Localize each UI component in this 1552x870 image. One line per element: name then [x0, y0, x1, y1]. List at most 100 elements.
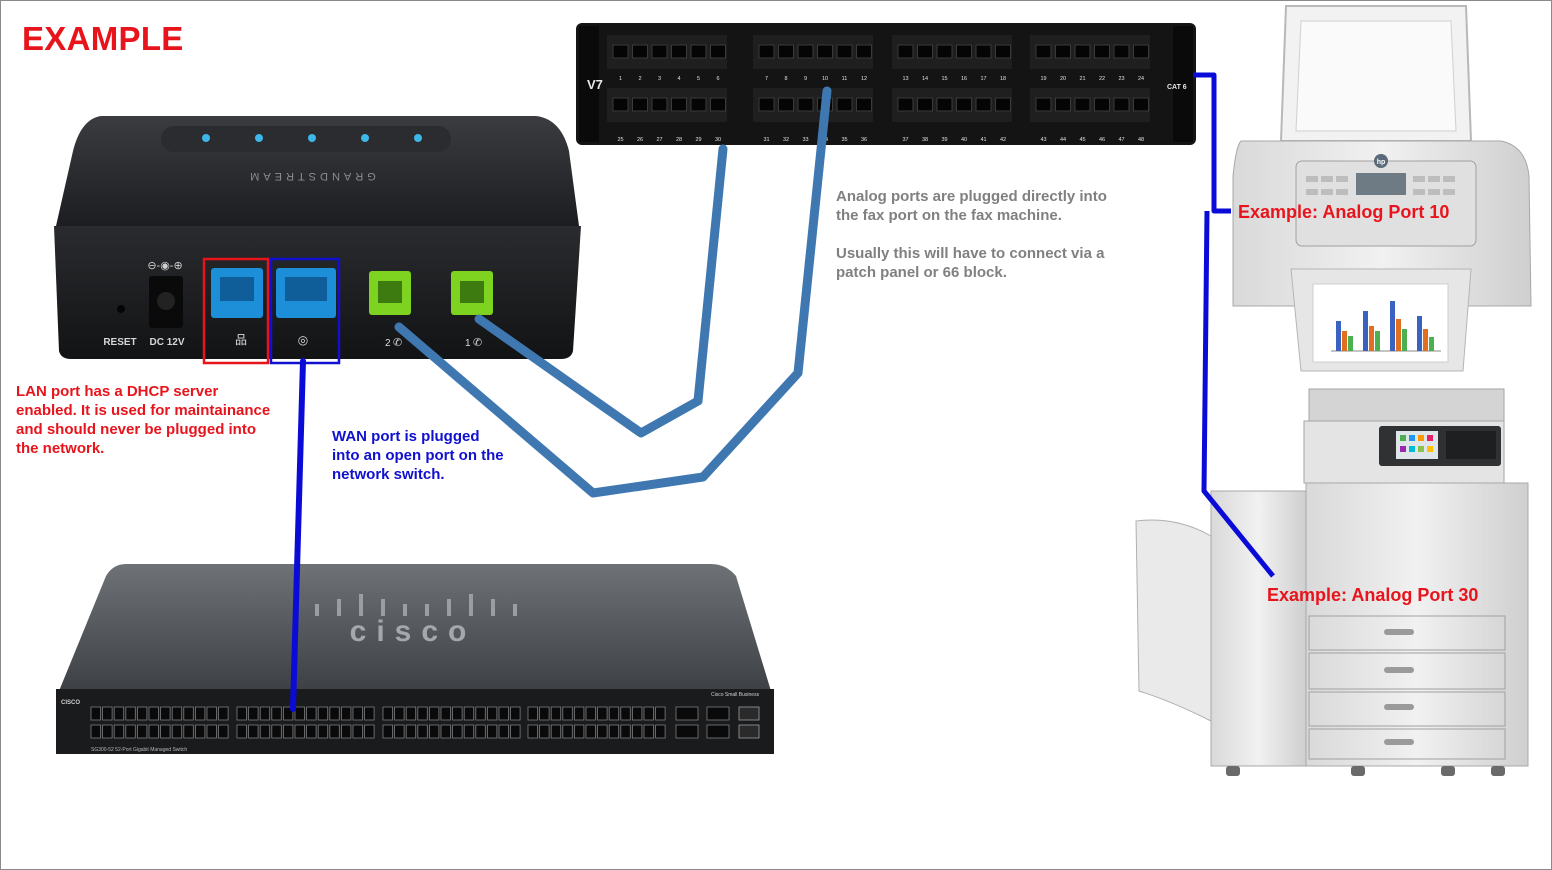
patch-panel-port-number: 38 — [922, 137, 928, 143]
switch-port — [364, 706, 375, 721]
switch-port — [620, 724, 631, 739]
patch-panel-top-row-port — [936, 44, 953, 59]
switch-port — [125, 724, 136, 739]
wan-port-socket — [285, 277, 327, 301]
reset-hole-icon — [117, 305, 125, 313]
wan-cable — [290, 358, 306, 712]
switch-port — [417, 706, 428, 721]
patch-panel-top-row-port — [690, 44, 707, 59]
switch-port — [405, 706, 417, 721]
patch-panel-top-row-port — [671, 44, 687, 59]
patch-panel-logo: V7 — [587, 77, 603, 92]
wan-globe-icon: ◎ — [298, 333, 308, 347]
led-indicator-icon — [414, 134, 422, 142]
patch-panel-port-number: 5 — [697, 76, 700, 82]
patch-panel-top-row-port — [612, 44, 629, 59]
switch-uplink-port — [675, 724, 699, 739]
patch-panel-bottom-row-port — [690, 97, 707, 112]
switch-port — [498, 706, 509, 721]
patch-panel-port-number: 33 — [802, 137, 808, 143]
patch-panel-port-number: 37 — [902, 137, 908, 143]
patch-panel-port-number: 11 — [842, 76, 848, 82]
patch-panel-rating: CAT 6 — [1167, 84, 1187, 91]
copier-keypad — [1446, 431, 1496, 459]
patch-panel-port-number: 20 — [1060, 76, 1066, 82]
switch-port — [329, 724, 340, 739]
switch-port — [608, 706, 620, 721]
switch-port — [585, 706, 596, 721]
switch-top-surface — [59, 564, 771, 691]
patch-panel-port-number: 39 — [941, 137, 947, 143]
switch-port — [160, 724, 171, 739]
switch-port — [194, 706, 206, 721]
switch-port — [486, 706, 498, 721]
power-label: DC 12V — [149, 337, 184, 348]
network-switch: cisco CISCO Cisco Small Business SG300-5… — [56, 564, 774, 754]
switch-port — [125, 706, 136, 721]
switch-port — [643, 706, 654, 721]
power-jack-icon — [157, 292, 175, 310]
switch-port — [550, 724, 562, 739]
switch-port — [194, 724, 206, 739]
switch-port — [102, 706, 113, 721]
switch-port — [539, 724, 550, 739]
switch-port — [382, 724, 393, 739]
switch-port — [440, 724, 451, 739]
patch-panel-port-number: 4 — [677, 76, 680, 82]
patch-panel-bottom-row-port — [897, 97, 914, 112]
patch-panel-port-number: 30 — [715, 137, 721, 143]
switch-port — [352, 724, 363, 739]
reset-label: RESET — [103, 337, 136, 348]
switch-port — [585, 724, 596, 739]
switch-port — [271, 724, 282, 739]
patch-panel-port-number: 31 — [763, 137, 769, 143]
patch-panel-port-number: 9 — [804, 76, 807, 82]
patch-panel-bottom-row-port — [856, 97, 872, 112]
switch-port — [90, 724, 101, 739]
switch-port — [475, 724, 486, 739]
patch-panel-bottom-row-port — [836, 97, 853, 112]
switch-port — [597, 724, 608, 739]
patch-panel-bottom-row-port — [1074, 97, 1091, 112]
switch-port — [475, 706, 486, 721]
switch-cisco-bars-icon — [315, 594, 517, 616]
switch-port — [90, 706, 101, 721]
switch-port — [113, 724, 125, 739]
lan-port-highlight — [202, 257, 270, 365]
patch-panel-top-row-port — [897, 44, 914, 59]
patch-panel-port-number: 42 — [1000, 137, 1006, 143]
fax-keypad — [1306, 176, 1455, 195]
patch-panel-port-number: 18 — [1000, 76, 1006, 82]
led-indicator-icon — [255, 134, 263, 142]
lan-network-icon: 品 — [235, 333, 247, 347]
patch-panel-bottom-row-port — [758, 97, 775, 112]
copier-wheels — [1226, 766, 1505, 776]
patch-panel-bottom-row-port — [1055, 97, 1071, 112]
switch-port — [282, 706, 294, 721]
switch-ports — [90, 706, 760, 739]
led-indicator-icon — [361, 134, 369, 142]
patch-panel-port-number: 17 — [980, 76, 986, 82]
patch-panel-port-number: 8 — [784, 76, 787, 82]
patch-panel-bottom-row-port — [975, 97, 992, 112]
patch-panel-port-number: 25 — [617, 137, 623, 143]
analog-cable-port-1 — [474, 144, 728, 438]
switch-port — [171, 706, 183, 721]
switch-port — [352, 706, 363, 721]
switch-port — [405, 724, 417, 739]
switch-sfp-port — [738, 724, 760, 739]
patch-panel-port-number: 23 — [1118, 76, 1124, 82]
switch-brand-small: CISCO — [61, 700, 80, 706]
switch-port — [340, 706, 352, 721]
switch-sfp-port — [738, 706, 760, 721]
copier-finisher-trays — [1135, 519, 1212, 722]
switch-port — [597, 706, 608, 721]
switch-port — [527, 706, 538, 721]
fax-paper-tray-inner — [1295, 20, 1457, 132]
phone-port-1-socket — [460, 281, 484, 303]
switch-series-label: Cisco Small Business — [711, 692, 760, 698]
led-indicator-icon — [308, 134, 316, 142]
patch-panel-bottom-row-port — [671, 97, 687, 112]
